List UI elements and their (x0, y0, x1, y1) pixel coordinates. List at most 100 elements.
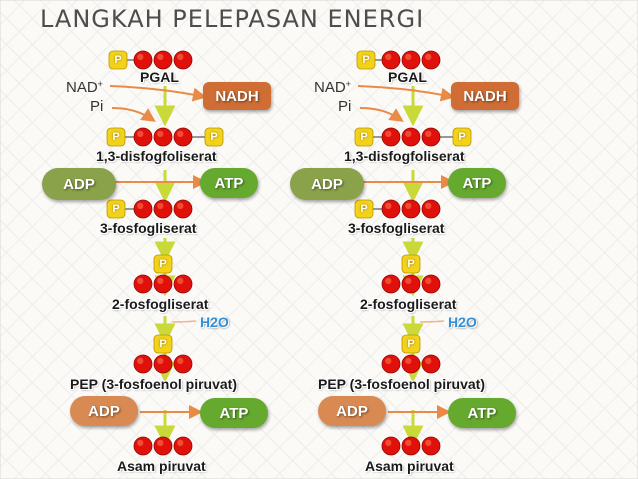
carbon-pep-0 (381, 354, 401, 374)
carbon-bpg-2 (173, 127, 193, 147)
phosphate-bpg-1 (106, 127, 126, 147)
carbon-pgal-2-highlight (425, 53, 432, 60)
carbon-pyr-0 (133, 436, 153, 456)
phosphate-pgal-label: P (114, 54, 122, 66)
carbon-2pg-2-highlight (177, 277, 184, 284)
pg2-label: 2-fosfogliserat (360, 296, 457, 312)
atp-box-1-label: ATP (214, 174, 244, 192)
carbon-3pg-2 (173, 199, 193, 219)
carbon-3pg-1-highlight (157, 202, 164, 210)
pg3-label: 3-fosfogliserat (348, 220, 445, 236)
h2o-label: H2O (200, 314, 229, 330)
carbon-2pg-1-highlight (157, 277, 164, 284)
carbon-pyr-1-highlight (405, 439, 412, 446)
carbon-bpg-2 (421, 127, 441, 147)
adp-box-2-label: ADP (336, 402, 368, 420)
phosphate-3pg (354, 199, 374, 219)
bpg-label: 1,3-disfogfoliserat (344, 148, 465, 164)
carbon-bpg-1 (401, 127, 421, 147)
atp-box-1: ATP (200, 168, 258, 198)
carbon-bpg-0-highlight (385, 130, 392, 138)
carbon-3pg-2 (421, 199, 441, 219)
carbon-3pg-1-highlight (405, 202, 412, 210)
phosphate-bpg-2-label: P (210, 131, 218, 143)
adp-box-1-label: ADP (311, 175, 343, 193)
carbon-pep-1 (153, 354, 173, 374)
carbon-3pg-0 (133, 199, 153, 219)
atp-box-2-label: ATP (467, 404, 497, 422)
adp-box-2: ADP (318, 396, 386, 426)
phosphate-pgal-label: P (362, 54, 370, 66)
phosphate-pgal (108, 50, 128, 70)
atp-box-2: ATP (448, 398, 516, 428)
carbon-bpg-1 (153, 127, 173, 147)
carbon-pyr-2-highlight (177, 439, 184, 446)
carbon-pyr-2 (173, 436, 193, 456)
carbon-pep-2-highlight (177, 357, 184, 364)
carbon-pgal-1 (153, 50, 173, 70)
nadh-box: NADH (203, 82, 271, 110)
pi-label: Pi (338, 98, 352, 115)
nad-superscript: + (97, 79, 103, 89)
carbon-bpg-1-highlight (405, 130, 412, 138)
carbon-pgal-0 (381, 50, 401, 70)
pyr-label: Asam piruvat (365, 458, 454, 474)
arrow-pi-in (359, 107, 404, 122)
arrow-pi-in (111, 107, 156, 122)
adp-box-1: ADP (290, 168, 364, 200)
h2o-label: H2O (448, 314, 477, 330)
adp-box-1: ADP (42, 168, 116, 200)
phosphate-pep (153, 334, 173, 354)
carbon-2pg-0 (133, 274, 153, 294)
carbon-pgal-1-highlight (157, 53, 164, 60)
nad-label: NAD+ (66, 79, 103, 96)
carbon-pep-2 (421, 354, 441, 374)
carbon-pep-0 (133, 354, 153, 374)
atp-box-1-label: ATP (462, 174, 492, 192)
carbon-pyr-0-highlight (385, 439, 392, 446)
phosphate-bpg-1-label: P (112, 131, 120, 143)
carbon-3pg-2-highlight (425, 202, 432, 210)
carbon-3pg-1 (153, 199, 173, 219)
pi-label: Pi (90, 98, 104, 115)
pep-label: PEP (3-fosfoenol piruvat) (318, 376, 485, 392)
adp-box-2: ADP (70, 396, 138, 426)
phosphate-bpg-2-label: P (458, 131, 466, 143)
phosphate-bpg-1-label: P (360, 131, 368, 143)
adp-box-2-label: ADP (88, 402, 120, 420)
phosphate-bpg-2 (204, 127, 224, 147)
phosphate-3pg-label: P (360, 203, 368, 215)
arrow-h2o-out (419, 320, 445, 323)
carbon-bpg-2-highlight (177, 130, 184, 138)
carbon-pyr-0 (381, 436, 401, 456)
carbon-pyr-2 (421, 436, 441, 456)
carbon-pyr-0-highlight (137, 439, 144, 446)
carbon-2pg-0-highlight (137, 277, 144, 284)
carbon-pep-0-highlight (385, 357, 392, 364)
carbon-bpg-0 (381, 127, 401, 147)
carbon-pyr-1-highlight (157, 439, 164, 446)
atp-box-2: ATP (200, 398, 268, 428)
phosphate-pep-label: P (159, 338, 167, 350)
arrow-h2o-out (171, 320, 197, 323)
carbon-bpg-0-highlight (137, 130, 144, 138)
phosphate-bpg-2 (452, 127, 472, 147)
pgal-label: PGAL (140, 69, 179, 85)
phosphate-pep (401, 334, 421, 354)
phosphate-2pg-label: P (407, 258, 415, 270)
phosphate-2pg-label: P (159, 258, 167, 270)
phosphate-3pg-label: P (112, 203, 120, 215)
carbon-pyr-2-highlight (425, 439, 432, 446)
carbon-bpg-0 (133, 127, 153, 147)
carbon-bpg-2-highlight (425, 130, 432, 138)
carbon-pyr-1 (401, 436, 421, 456)
carbon-3pg-0-highlight (385, 202, 392, 210)
carbon-pep-1-highlight (157, 357, 164, 364)
carbon-2pg-1 (153, 274, 173, 294)
pg2-label: 2-fosfogliserat (112, 296, 209, 312)
carbon-pep-1 (401, 354, 421, 374)
carbon-pgal-0-highlight (137, 53, 144, 60)
carbon-2pg-0 (381, 274, 401, 294)
phosphate-bpg-1 (354, 127, 374, 147)
carbon-2pg-1 (401, 274, 421, 294)
